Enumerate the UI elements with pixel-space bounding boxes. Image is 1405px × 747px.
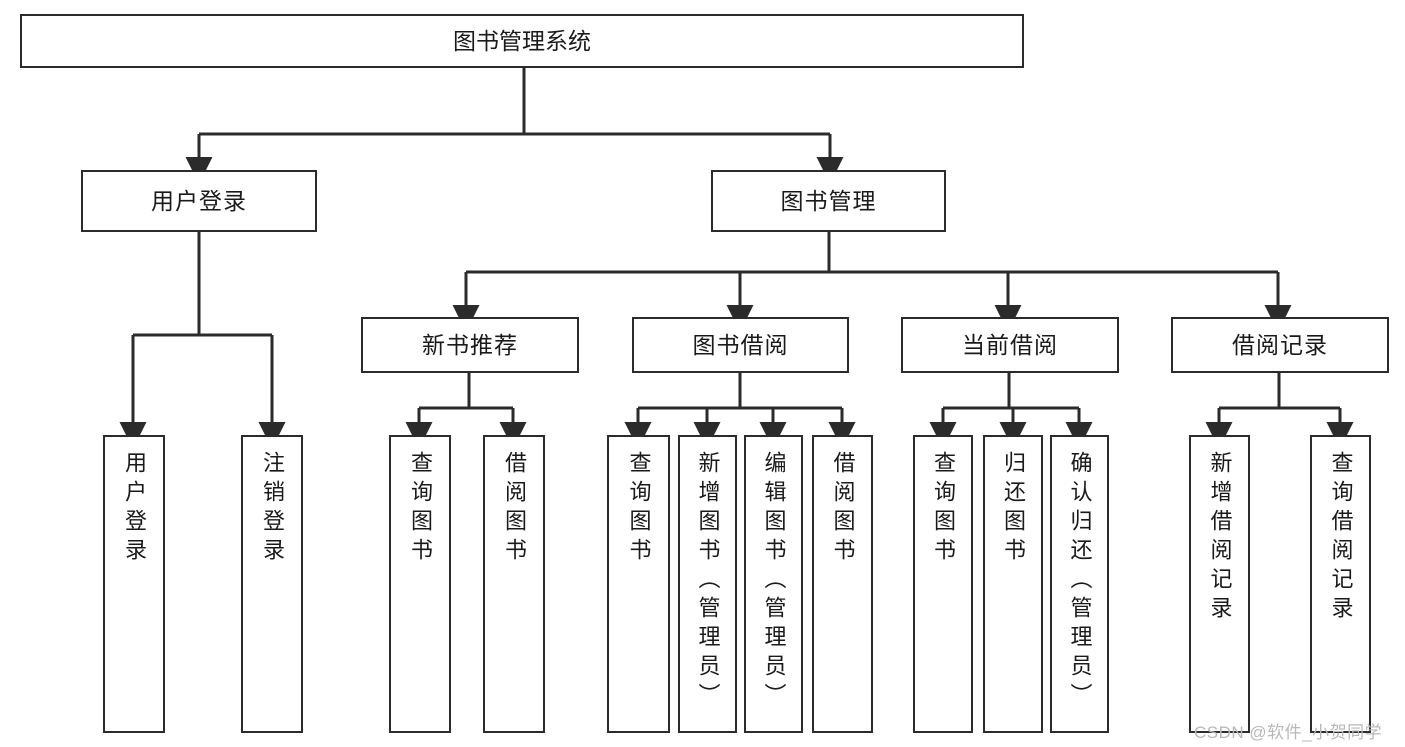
leaf-add-book-admin-label: 新增图书（管理员） [695,451,721,712]
leaf-borrow-book-newbook[interactable]: 借阅图书 [483,435,545,733]
leaf-edit-book-admin[interactable]: 编辑图书（管理员） [744,435,803,733]
leaf-add-borrow-record-label: 新增借阅记录 [1207,451,1233,625]
leaf-query-borrow-record-label: 查询借阅记录 [1328,451,1354,625]
node-user-login[interactable]: 用户登录 [81,170,317,232]
leaf-borrow-book-newbook-label: 借阅图书 [502,451,527,567]
leaf-edit-book-admin-label: 编辑图书（管理员） [761,451,787,712]
node-new-book-recommend[interactable]: 新书推荐 [361,317,579,373]
leaf-logout[interactable]: 注销登录 [241,435,303,733]
node-book-management[interactable]: 图书管理 [711,170,946,232]
leaf-query-book-current[interactable]: 查询图书 [913,435,973,733]
leaf-return-book[interactable]: 归还图书 [983,435,1043,733]
node-book-borrow-label: 图书借阅 [692,331,789,358]
node-new-book-recommend-label: 新书推荐 [422,331,518,358]
leaf-logout-label: 注销登录 [260,451,285,567]
node-user-login-label: 用户登录 [151,187,247,214]
node-borrow-records-label: 借阅记录 [1232,331,1328,358]
leaf-return-book-label: 归还图书 [1001,451,1026,567]
leaf-confirm-return-admin-label: 确认归还（管理员） [1067,451,1093,712]
leaf-query-book-newbook-label: 查询图书 [408,451,433,567]
leaf-user-login-label: 用户登录 [122,451,147,567]
leaf-add-book-admin[interactable]: 新增图书（管理员） [678,435,737,733]
leaf-query-book-current-label: 查询图书 [931,451,956,567]
leaf-query-book-borrow[interactable]: 查询图书 [607,435,670,733]
node-root-label: 图书管理系统 [453,27,591,54]
node-book-management-label: 图书管理 [780,187,877,214]
leaf-query-book-newbook[interactable]: 查询图书 [389,435,451,733]
node-current-borrow[interactable]: 当前借阅 [901,317,1119,373]
leaf-lend-book-label: 借阅图书 [830,451,856,567]
leaf-lend-book[interactable]: 借阅图书 [812,435,873,733]
leaf-confirm-return-admin[interactable]: 确认归还（管理员） [1050,435,1109,733]
node-current-borrow-label: 当前借阅 [962,331,1058,358]
node-borrow-records[interactable]: 借阅记录 [1171,317,1389,373]
node-book-borrow[interactable]: 图书借阅 [632,317,849,373]
watermark-text: CSDN @软件_小贺同学 [1194,723,1383,742]
node-root-system[interactable]: 图书管理系统 [20,14,1024,68]
leaf-query-book-borrow-label: 查询图书 [626,451,652,567]
leaf-query-borrow-record[interactable]: 查询借阅记录 [1310,435,1371,733]
leaf-user-login[interactable]: 用户登录 [103,435,165,733]
leaf-add-borrow-record[interactable]: 新增借阅记录 [1189,435,1250,733]
